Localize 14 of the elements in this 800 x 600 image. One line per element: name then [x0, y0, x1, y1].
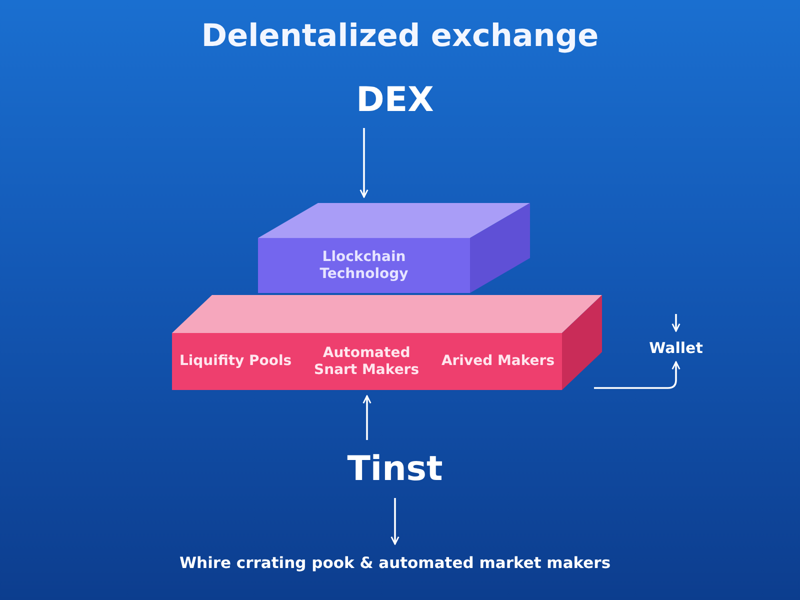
arrow — [362, 395, 372, 440]
block-label: Llockchain Technology — [318, 249, 410, 282]
arrow — [360, 128, 368, 198]
node-label: DEX — [320, 78, 470, 122]
arrow — [672, 314, 680, 332]
block-label: Arived Makers — [441, 353, 555, 370]
node-label: Wallet — [638, 337, 714, 359]
block-label: Automated Snart Makers — [313, 345, 420, 378]
title: Delentalized exchange — [200, 18, 600, 54]
block-label: Liquifity Pools — [179, 353, 292, 370]
node-label: Tinst — [320, 446, 470, 492]
node-label: Whire crrating pook & automated market makers — [145, 550, 645, 576]
arrow — [390, 498, 400, 545]
arrow — [594, 361, 680, 389]
